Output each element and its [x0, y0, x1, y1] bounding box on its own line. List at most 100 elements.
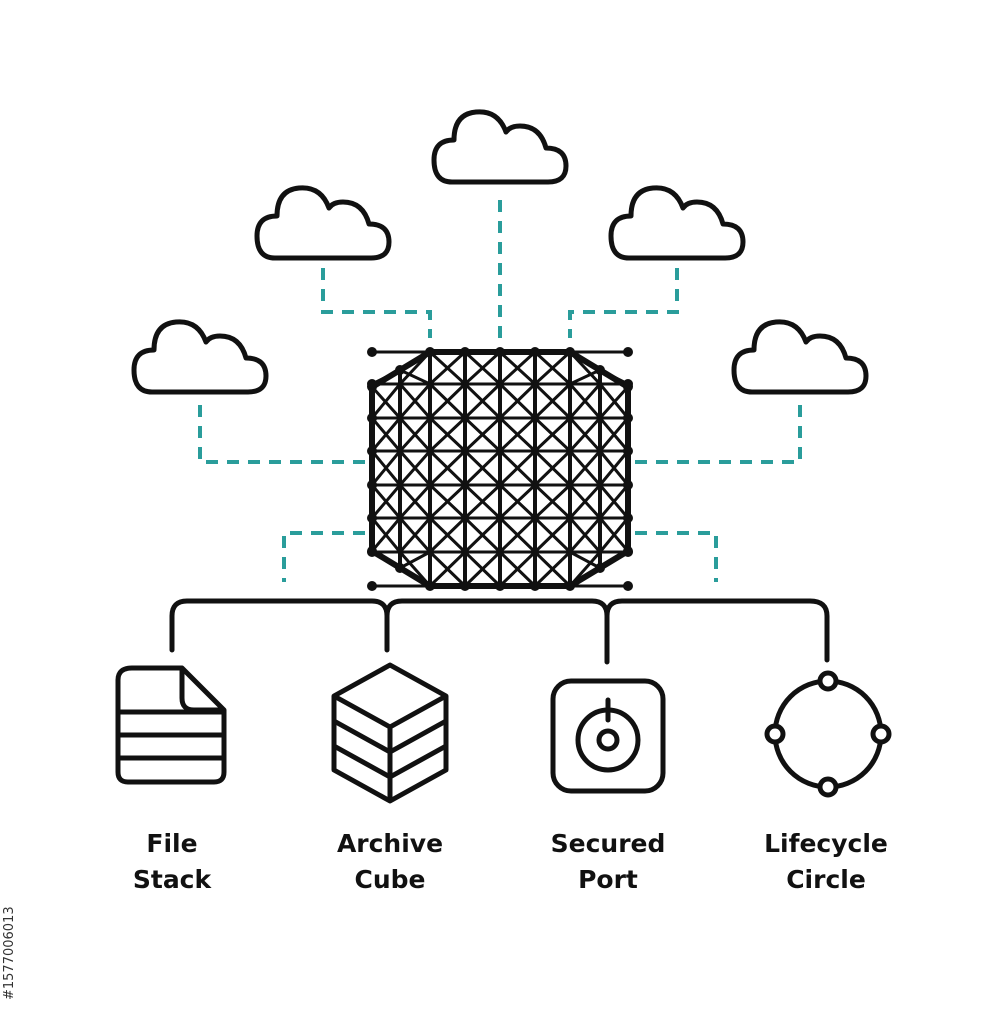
mesh-node — [565, 347, 575, 357]
mesh-line — [398, 449, 432, 487]
mesh-line — [498, 416, 537, 453]
mesh-node — [623, 513, 633, 523]
mesh-node — [367, 413, 377, 423]
mesh-line — [463, 416, 502, 453]
label-lifecycle-circle-line1: Lifecycle — [764, 829, 888, 858]
mesh-line — [428, 449, 467, 487]
mesh-line — [463, 516, 502, 554]
connector-upper-right — [568, 268, 679, 338]
mesh-line — [370, 416, 402, 453]
mesh-line — [398, 516, 432, 554]
mesh-line — [533, 382, 572, 420]
cloud-icon-top — [434, 112, 566, 182]
mesh-cube-icon — [367, 347, 633, 591]
cloud-icon-upper-left — [257, 188, 389, 258]
mesh-line — [533, 550, 572, 588]
mesh-node — [395, 563, 405, 573]
mesh-line — [370, 550, 402, 570]
mesh-line — [463, 449, 502, 487]
mesh-node — [623, 347, 633, 357]
label-archive-cube-line2: Cube — [354, 865, 426, 894]
mesh-line — [498, 449, 537, 487]
mesh-node — [425, 581, 435, 591]
mesh-node — [425, 347, 435, 357]
mesh-node — [395, 365, 405, 375]
mesh-node — [623, 480, 633, 490]
mesh-line — [533, 516, 572, 554]
mesh-line — [398, 416, 432, 453]
mesh-node — [623, 581, 633, 591]
mesh-line — [598, 368, 630, 386]
label-archive-cube-line1: Archive — [336, 829, 444, 858]
file-stack-icon — [115, 665, 227, 785]
connector-left — [198, 405, 365, 464]
mesh-line — [428, 550, 467, 588]
mesh-node — [623, 379, 633, 389]
mesh-node — [623, 446, 633, 456]
stock-id-text: #1577006013 — [0, 880, 34, 1020]
label-archive-cube: Archive Cube — [300, 826, 480, 898]
mesh-line — [398, 550, 432, 570]
mesh-line — [498, 382, 537, 420]
mesh-node — [595, 563, 605, 573]
label-file-stack: File Stack — [82, 826, 262, 898]
mesh-line — [398, 483, 432, 520]
mesh-line — [370, 368, 402, 386]
mesh-node — [595, 365, 605, 375]
mesh-node — [623, 547, 633, 557]
connector-upper-left — [321, 268, 432, 338]
mesh-line — [498, 350, 537, 386]
mesh-node — [565, 581, 575, 591]
mesh-line — [568, 368, 602, 386]
cloud-icon-upper-right — [611, 188, 743, 258]
bracket-top-line — [169, 598, 830, 665]
mesh-line — [598, 385, 630, 420]
mesh-line — [398, 550, 432, 588]
connector-lower-right — [635, 531, 718, 582]
mesh-line — [428, 416, 467, 453]
mesh-line — [498, 550, 537, 588]
label-secured-port-line1: Secured — [550, 829, 666, 858]
mesh-node — [495, 581, 505, 591]
mesh-line — [568, 483, 602, 520]
mesh-line — [398, 368, 432, 386]
mesh-node — [367, 513, 377, 523]
mesh-node — [367, 547, 377, 557]
label-lifecycle-circle: Lifecycle Circle — [736, 826, 916, 898]
label-lifecycle-circle-line2: Circle — [786, 865, 866, 894]
bracket-tree — [169, 598, 830, 665]
mesh-node — [460, 581, 470, 591]
mesh-line — [463, 350, 502, 386]
mesh-line — [533, 350, 572, 386]
mesh-node — [495, 347, 505, 357]
mesh-line — [398, 382, 432, 420]
mesh-line — [533, 483, 572, 520]
mesh-node — [460, 347, 470, 357]
mesh-line — [463, 550, 502, 588]
mesh-line — [568, 449, 602, 487]
mesh-line — [463, 483, 502, 520]
archive-cube-icon — [331, 662, 449, 804]
label-secured-port: Secured Port — [518, 826, 698, 898]
mesh-line — [598, 483, 630, 520]
mesh-line — [428, 350, 467, 386]
mesh-line — [598, 449, 630, 487]
mesh-line — [428, 382, 467, 420]
mesh-node — [530, 347, 540, 357]
mesh-line — [398, 350, 432, 386]
mesh-line — [598, 550, 630, 570]
mesh-line — [568, 550, 602, 588]
mesh-node — [367, 446, 377, 456]
mesh-line — [568, 416, 602, 453]
dashed-connectors — [198, 200, 802, 582]
mesh-node — [367, 480, 377, 490]
mesh-line — [370, 382, 402, 420]
mesh-node — [367, 581, 377, 591]
stock-id-value: #1577006013 — [2, 906, 17, 1000]
mesh-node — [623, 413, 633, 423]
mesh-line — [428, 516, 467, 554]
secured-port-icon — [550, 678, 666, 794]
connector-right — [635, 405, 802, 464]
mesh-line — [598, 416, 630, 453]
